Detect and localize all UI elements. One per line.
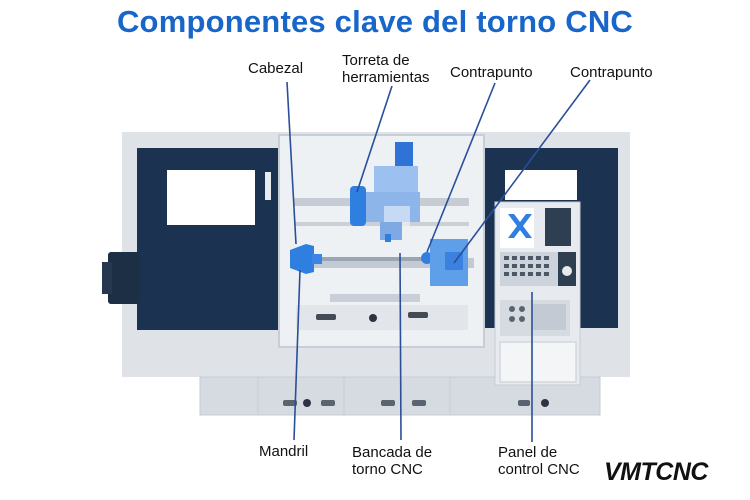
diagram-title: Componentes clave del torno CNC [116,4,634,39]
tailstock [421,239,468,286]
brand-logo: VMTCNC [604,458,708,486]
label-bancada: Bancada de torno CNC [352,444,433,478]
label-contrapunto-2: Contrapunto [570,64,653,81]
pointer-lines [286,79,591,442]
chuck [290,244,422,274]
label-cabezal: Cabezal [248,60,304,77]
label-mandril: Mandril [259,443,309,460]
control-panel [494,201,581,386]
tool-turret [350,142,420,242]
label-contrapunto-1: Contrapunto [450,64,533,81]
label-panel: Panel de control CNC [498,444,580,478]
label-torreta: Torreta de herramientas [342,52,430,86]
